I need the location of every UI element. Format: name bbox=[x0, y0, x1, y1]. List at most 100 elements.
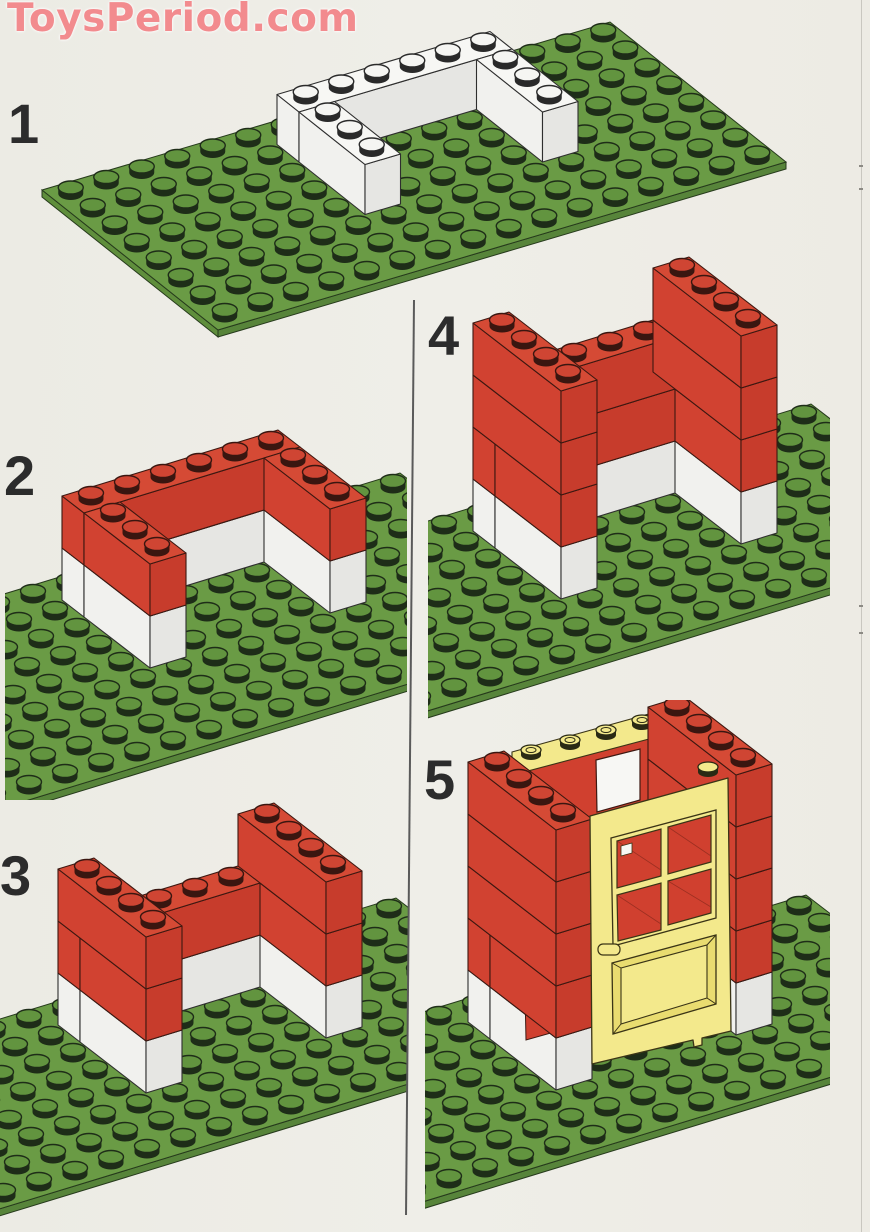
stud bbox=[708, 155, 735, 171]
stud bbox=[593, 141, 620, 157]
stud bbox=[235, 127, 262, 143]
stud bbox=[554, 363, 582, 379]
stud bbox=[257, 430, 285, 446]
stud bbox=[430, 514, 458, 530]
stud bbox=[471, 1157, 499, 1173]
stud bbox=[267, 697, 295, 713]
stud bbox=[790, 404, 818, 420]
stud bbox=[283, 1021, 311, 1037]
stud bbox=[301, 464, 329, 480]
stud bbox=[543, 1135, 571, 1151]
stud bbox=[35, 673, 63, 689]
stud bbox=[505, 768, 533, 784]
stud bbox=[81, 1059, 109, 1075]
stud bbox=[172, 194, 199, 209]
stud bbox=[580, 169, 607, 185]
stud bbox=[79, 707, 107, 723]
stud bbox=[792, 522, 820, 538]
red-brick bbox=[237, 802, 363, 935]
stud bbox=[107, 651, 135, 667]
stud bbox=[771, 923, 799, 939]
stud bbox=[265, 579, 293, 595]
stud bbox=[389, 636, 407, 652]
stud bbox=[425, 1033, 439, 1049]
stud bbox=[5, 789, 7, 797]
stud bbox=[363, 1044, 391, 1060]
stud bbox=[387, 518, 407, 534]
stud bbox=[150, 176, 177, 192]
stud bbox=[252, 218, 279, 234]
stud-side bbox=[839, 982, 864, 995]
stud bbox=[507, 1146, 535, 1162]
stud bbox=[5, 684, 27, 700]
stud bbox=[269, 1049, 297, 1065]
stud bbox=[778, 550, 806, 566]
stud bbox=[447, 1022, 475, 1038]
stud bbox=[532, 346, 560, 362]
stud bbox=[397, 915, 408, 931]
stud bbox=[203, 257, 230, 272]
stud bbox=[345, 215, 372, 230]
stud bbox=[510, 329, 538, 345]
stud bbox=[125, 1093, 153, 1109]
stud bbox=[27, 628, 55, 644]
stud bbox=[367, 232, 394, 248]
stud bbox=[491, 1056, 519, 1072]
stud bbox=[562, 616, 590, 632]
stud bbox=[137, 204, 164, 220]
stud bbox=[169, 1127, 197, 1143]
stud bbox=[395, 563, 407, 579]
stud bbox=[563, 78, 590, 94]
stud bbox=[328, 74, 355, 89]
stud-side bbox=[866, 508, 870, 521]
stud bbox=[629, 131, 656, 146]
stud bbox=[139, 909, 167, 925]
stud-side bbox=[357, 1153, 382, 1166]
stud bbox=[407, 148, 434, 164]
stud bbox=[836, 440, 861, 453]
white-brick bbox=[298, 100, 402, 216]
stud bbox=[602, 187, 629, 202]
stud bbox=[331, 243, 358, 258]
stud bbox=[421, 934, 446, 947]
stud bbox=[615, 159, 642, 174]
stud bbox=[265, 190, 292, 206]
stud bbox=[651, 148, 678, 164]
stud bbox=[93, 679, 121, 695]
stud bbox=[626, 549, 654, 565]
stud bbox=[593, 1096, 621, 1112]
stud bbox=[402, 222, 429, 237]
stud bbox=[115, 696, 143, 712]
stud bbox=[159, 730, 187, 746]
stud bbox=[241, 1105, 269, 1121]
stud bbox=[259, 652, 287, 668]
stud bbox=[700, 110, 727, 125]
stud bbox=[866, 502, 870, 515]
stud bbox=[123, 741, 151, 757]
stud bbox=[279, 162, 306, 178]
stud bbox=[85, 634, 113, 650]
stud bbox=[485, 1129, 513, 1145]
stud bbox=[195, 719, 223, 735]
stud bbox=[487, 173, 514, 188]
stud bbox=[685, 713, 713, 729]
stud bbox=[820, 467, 830, 481]
stud bbox=[576, 50, 603, 66]
stud bbox=[199, 138, 226, 153]
stud bbox=[684, 555, 712, 571]
red-brick bbox=[652, 256, 778, 389]
stud bbox=[101, 215, 128, 230]
stud bbox=[441, 1095, 469, 1111]
stud bbox=[369, 971, 397, 987]
stud bbox=[279, 447, 307, 463]
stud-side bbox=[844, 491, 869, 504]
stud bbox=[460, 229, 487, 244]
stud bbox=[793, 940, 821, 956]
stud bbox=[527, 785, 555, 801]
stud bbox=[247, 1032, 275, 1048]
stud bbox=[383, 943, 408, 959]
stud bbox=[428, 574, 430, 582]
stud bbox=[559, 734, 581, 746]
stud bbox=[209, 691, 237, 707]
stud bbox=[361, 926, 389, 942]
